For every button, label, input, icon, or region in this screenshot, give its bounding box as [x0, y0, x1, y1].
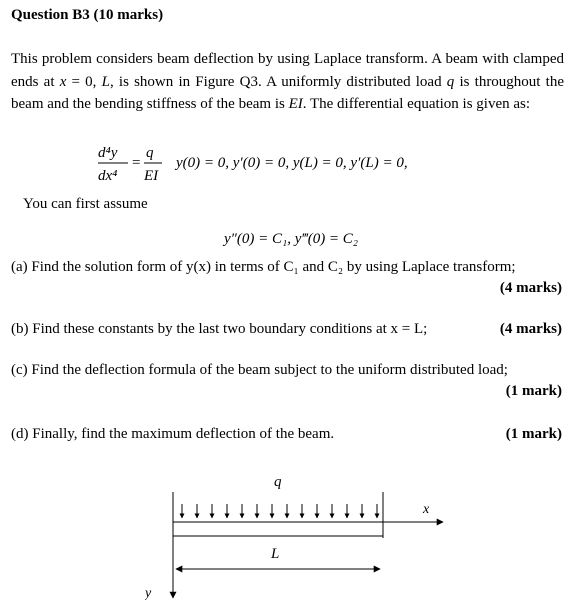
assumption-equation: y″(0) = C₁, y‴(0) = C₂ [222, 231, 358, 247]
eq-equals: = [132, 155, 140, 171]
question-title: Question B3 (10 marks) [11, 7, 164, 23]
part-a-text: (a) Find the solution form of y(x) in te… [11, 259, 516, 275]
eq-rhs-denominator: EI [143, 168, 159, 184]
differential-equation: d⁴y dx⁴ = q EI y(0) = 0, y′(0) = 0, y(L)… [98, 145, 408, 184]
eq-lhs-denominator: dx⁴ [98, 168, 117, 184]
part-c-text: (c) Find the deflection formula of the b… [11, 362, 508, 378]
intro-paragraph: This problem considers beam deflection b… [11, 51, 564, 112]
part-d-marks: (1 mark) [505, 426, 562, 442]
length-label: L [270, 546, 279, 562]
distributed-load-arrows [179, 504, 380, 519]
x-axis-label: x [422, 502, 430, 517]
load-label: q [274, 474, 282, 490]
part-c-marks: (1 mark) [505, 383, 562, 399]
beam-figure: q x L y [145, 474, 444, 601]
beam [172, 521, 384, 537]
part-b-text: (b) Find these constants by the last two… [11, 321, 428, 337]
boundary-conditions: y(0) = 0, y′(0) = 0, y(L) = 0, y′(L) = 0… [174, 155, 408, 171]
eq-lhs-numerator: d⁴y [98, 145, 118, 161]
y-axis-label: y [145, 586, 152, 601]
assumption-equation-text: y″(0) = C₁, y‴(0) = C₂ [222, 231, 358, 247]
eq-rhs-numerator: q [146, 145, 154, 161]
part-a-marks: (4 marks) [499, 280, 562, 296]
assume-text: You can first assume [23, 196, 148, 212]
part-d-text: (d) Finally, find the maximum deflection… [11, 426, 335, 442]
part-b-marks: (4 marks) [499, 321, 562, 337]
